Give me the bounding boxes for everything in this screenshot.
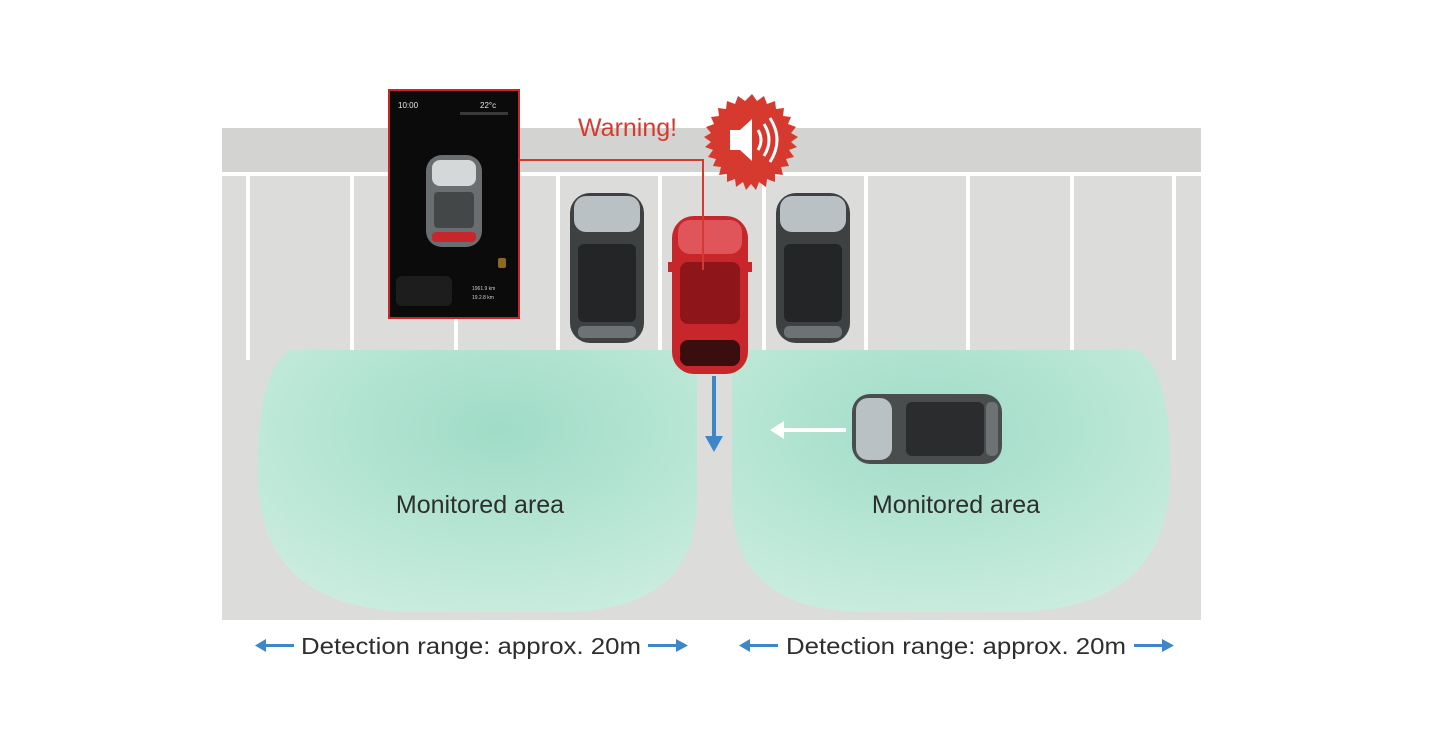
cluster-temp: 22°c bbox=[480, 101, 496, 110]
reverse-direction-arrow bbox=[705, 376, 723, 452]
monitored-zone-right bbox=[732, 350, 1171, 612]
cluster-odometer: 1961.9 km bbox=[472, 286, 495, 292]
detection-range-right: Detection range: approx. 20m bbox=[739, 633, 1174, 659]
parked-car-right bbox=[776, 193, 850, 343]
warning-label: Warning! bbox=[578, 114, 677, 142]
approach-direction-arrow bbox=[770, 421, 846, 439]
approaching-car bbox=[852, 394, 1002, 464]
speaker-sound-icon bbox=[704, 94, 798, 190]
warning-connector-line bbox=[519, 159, 704, 270]
detection-range-left: Detection range: approx. 20m bbox=[255, 633, 688, 659]
monitored-area-label-right: Monitored area bbox=[872, 491, 1040, 519]
instrument-cluster-display: 10:00 22°c 1961.9 km 19.2.8 km bbox=[388, 89, 520, 319]
cluster-warning-light bbox=[498, 258, 506, 268]
monitored-zone-left bbox=[257, 350, 697, 612]
cluster-trip: 19.2.8 km bbox=[472, 295, 494, 301]
detection-range-label-left: Detection range: approx. 20m bbox=[301, 633, 641, 659]
detection-range-label-right: Detection range: approx. 20m bbox=[786, 633, 1126, 659]
own-car-reversing bbox=[668, 216, 752, 374]
cluster-car-icon bbox=[426, 155, 482, 247]
lane-edge-line bbox=[222, 172, 1201, 176]
monitored-area-label-left: Monitored area bbox=[396, 491, 564, 519]
parked-car-left bbox=[570, 193, 644, 343]
cluster-time: 10:00 bbox=[398, 101, 419, 110]
